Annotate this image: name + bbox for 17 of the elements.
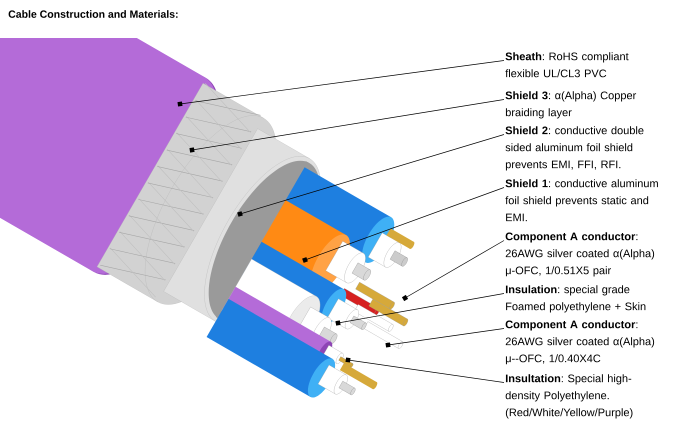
leader-line bbox=[189, 99, 504, 153]
leader-line bbox=[302, 187, 504, 263]
callout-text: Insultation: Special high-density Polyethylene. (Red/White/Yellow/Purple) bbox=[506, 374, 632, 418]
leader-line bbox=[335, 293, 504, 326]
leader-line bbox=[345, 357, 504, 383]
callout-text: Shield 1: conductive aluminum foil shield prevents static and EMI. bbox=[505, 179, 658, 222]
title: Cable Construction and Materials: bbox=[8, 10, 178, 18]
leader-line bbox=[177, 60, 504, 107]
callout-text: Shield 3: α(Alpha) Copper braiding layer bbox=[506, 91, 636, 118]
leader-line bbox=[402, 240, 504, 302]
leader-line bbox=[237, 134, 504, 217]
leader-line bbox=[385, 328, 504, 348]
callout-text: Component A conductor: 26AWG silver coated α(Alpha) μ-OFC, 1/0.51X5 pair bbox=[506, 232, 654, 276]
callout-text: Shield 2: conductive double sided aluminum foil shield prevents EMI, FFI, RFI. bbox=[506, 126, 644, 170]
callout-text: Component A conductor: 26AWG silver coated α(Alpha) μ--OFC, 1/0.40X4C bbox=[506, 320, 654, 364]
callout-text: Sheath: RoHS compliant flexible UL/CL3 PVC bbox=[505, 52, 629, 78]
callout-text: Insulation: special grade Foamed polyethylene + Skin bbox=[506, 285, 646, 312]
